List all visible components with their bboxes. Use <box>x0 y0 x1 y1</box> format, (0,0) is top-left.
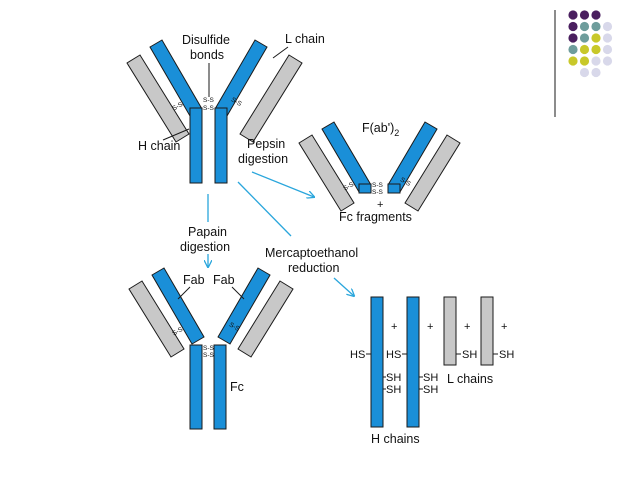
papain-label-line2: digestion <box>180 240 230 254</box>
decorative-dot <box>591 10 601 20</box>
disulfide-bond-hinge-1: S-S <box>203 97 215 104</box>
fab2-heavy-right-stub <box>387 183 401 194</box>
decorative-dot <box>579 33 590 43</box>
sh-label-l1: SH <box>462 349 477 361</box>
l-chain-2 <box>480 296 494 366</box>
decorative-dot <box>568 33 578 43</box>
reduced-chains: + + + + HS HS SH SH SH SH SH SH L chains… <box>350 296 514 446</box>
disulfide-bond-left: S-S <box>171 101 184 113</box>
fab-left-leader <box>177 286 191 300</box>
decorative-dot <box>602 44 613 55</box>
sh-label-h2a: SH <box>423 372 438 384</box>
decorative-dot <box>568 10 578 20</box>
h-chain-2 <box>406 296 420 428</box>
fab2-label: F(ab')2 <box>362 121 399 138</box>
disulfide-bond-right: S-S <box>230 96 243 108</box>
fab2-disulfide-right: S-S <box>399 176 412 188</box>
sh-label-h1a: SH <box>386 372 401 384</box>
fab-right-light-chain <box>237 280 294 358</box>
fab-left-heavy-chain <box>151 267 205 345</box>
decorative-dot <box>602 56 613 66</box>
sh-label-l2: SH <box>499 349 514 361</box>
decorative-dot <box>579 21 590 32</box>
decorative-dot <box>579 56 590 66</box>
decorative-dot <box>591 56 601 66</box>
decorative-dot <box>568 21 578 32</box>
decorative-dot <box>579 67 590 78</box>
pepsin-arrow <box>251 171 314 197</box>
light-chain-left <box>126 54 190 143</box>
disulfide-label-line1: Disulfide <box>182 33 230 47</box>
h-chain-label: H chain <box>138 139 180 153</box>
fab2-plus: + <box>377 199 383 211</box>
l-chain-1 <box>443 296 457 366</box>
sh-label-h2b: SH <box>423 384 438 396</box>
decorative-dot <box>602 21 613 32</box>
fab-left-label: Fab <box>183 273 205 287</box>
disulfide-label-line2: bonds <box>190 48 224 62</box>
fc-disulfide-1: S-S <box>203 345 215 352</box>
fc-left-chain <box>189 344 203 430</box>
l-chains-label: L chains <box>447 372 493 386</box>
decorative-dot <box>568 44 578 55</box>
fab2-disulfide-2: S-S <box>372 189 384 196</box>
decorative-dot <box>591 21 601 32</box>
hs-label-1: HS <box>350 349 365 361</box>
fab2-heavy-left-stub <box>358 183 372 194</box>
fab2-fragment: S-S S-S S-S S-S F(ab')2 + Fc fragments <box>298 121 461 224</box>
decorative-dot <box>591 67 601 78</box>
mercaptoethanol-arrow-lower <box>333 277 354 296</box>
plus-4: + <box>501 321 507 333</box>
decorative-dot <box>579 44 590 55</box>
l-chain-leader-line <box>272 46 289 59</box>
fc-label: Fc <box>230 380 244 394</box>
heavy-chain-left-stem <box>189 107 203 184</box>
fab-left-light-chain <box>128 280 185 358</box>
decorative-dot <box>579 10 590 20</box>
decorative-dot <box>591 44 601 55</box>
light-chain-right <box>239 54 303 143</box>
plus-2: + <box>427 321 433 333</box>
fab-right-disulfide: S-S <box>228 321 241 333</box>
fab2-disulfide-1: S-S <box>372 182 384 189</box>
pepsin-label-line1: Pepsin <box>247 137 285 151</box>
intact-antibody: S-S S-S S-S S-S Disulfide bonds L chain … <box>126 32 325 184</box>
h-chains-label: H chains <box>371 432 420 446</box>
l-chain-label: L chain <box>285 32 325 46</box>
heavy-chain-right-stem <box>214 107 228 184</box>
decorative-dot <box>602 33 613 43</box>
hs-label-2: HS <box>386 349 401 361</box>
h-chain-1 <box>370 296 384 428</box>
fab-fc-fragments: S-S S-S S-S S-S Fab Fab Fc <box>128 267 294 430</box>
disulfide-bond-hinge-2: S-S <box>203 105 215 112</box>
fc-right-chain <box>213 344 227 430</box>
pepsin-label-line2: digestion <box>238 152 288 166</box>
decorative-dot <box>591 33 601 43</box>
plus-3: + <box>464 321 470 333</box>
mercaptoethanol-label-line1: Mercaptoethanol <box>265 246 358 260</box>
decorative-dot <box>568 56 578 66</box>
dot-grid-decoration <box>568 10 613 78</box>
mercaptoethanol-arrow-upper <box>237 181 292 237</box>
fab-left-disulfide: S-S <box>171 326 184 338</box>
fc-disulfide-2: S-S <box>203 352 215 359</box>
fab2-light-chain-left <box>298 134 355 212</box>
fab-right-heavy-chain <box>217 267 271 345</box>
fc-fragments-label: Fc fragments <box>339 210 412 224</box>
sh-label-h1b: SH <box>386 384 401 396</box>
papain-label-line1: Papain <box>188 225 227 239</box>
fab2-light-chain-right <box>404 134 461 212</box>
fab-right-leader <box>231 286 245 300</box>
fab2-disulfide-left: S-S <box>342 181 355 193</box>
fab-right-label: Fab <box>213 273 235 287</box>
plus-1: + <box>391 321 397 333</box>
mercaptoethanol-label-line2: reduction <box>288 261 339 275</box>
h-chain-leader-line <box>162 128 190 141</box>
